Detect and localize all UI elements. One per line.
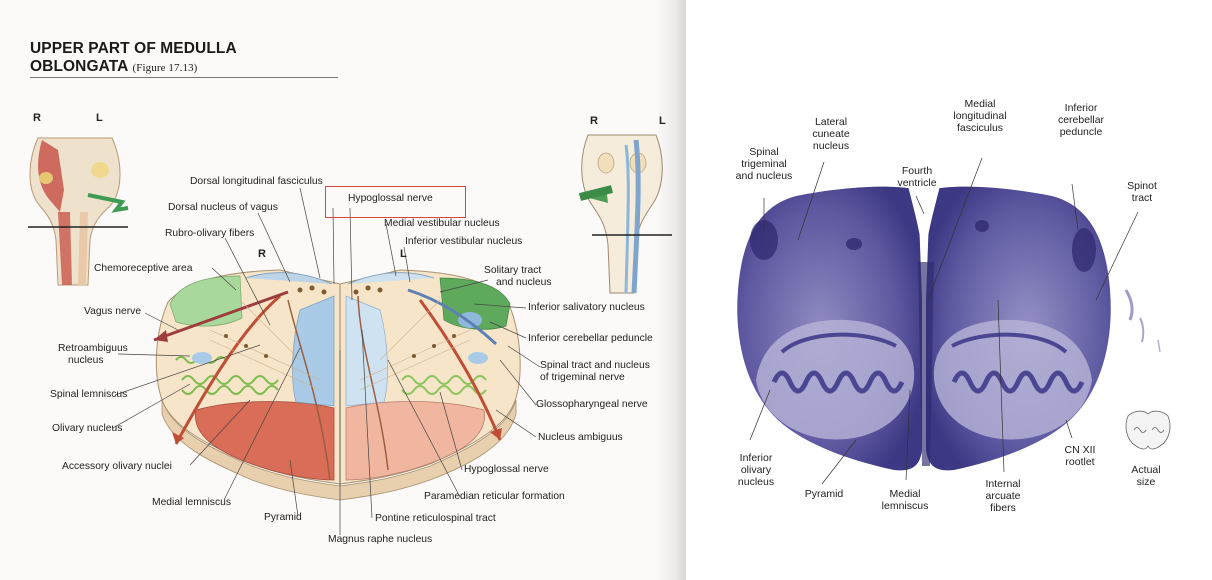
label-lateral-cuneate-nucleus: Lateral cuneate nucleus [796,116,866,152]
diagram-r: R [258,248,266,260]
label-spinal-trigeminal: Spinal trigeminal and nucleus [726,146,802,182]
section-title-text: OBLONGATA [30,58,129,75]
title-rule [30,77,338,78]
label-ion-text: Inferior olivary nucleus [737,452,775,488]
highlight-box [325,186,466,218]
label-cnxii-text: CN XII rootlet [1064,444,1096,468]
label-rubro-olivary-fibers: Rubro-olivary fibers [165,228,255,239]
label-spinal-trigeminal-text: Spinal trigeminal and nucleus [735,146,793,182]
label-paramedian-reticular-formation: Paramedian reticular formation [424,491,565,502]
left-page: UPPER PART OF MEDULLA OBLONGATA(Figure 1… [28,40,672,545]
label-chemoreceptive-area: Chemoreceptive area [94,263,193,274]
right-page: Spinal trigeminal and nucleus Lateral cu… [686,0,1212,580]
label-medial-lemniscus: Medial lemniscus [152,497,231,508]
right-thumb-l: L [659,115,666,127]
label-ml-right-text: Medial lemniscus [881,488,929,512]
label-inferior-vestibular-nucleus: Inferior vestibular nucleus [405,236,523,247]
label-accessory-olivary-nuclei: Accessory olivary nuclei [62,461,172,472]
label-pyramid: Pyramid [264,512,302,523]
left-thumb-l: L [96,112,103,124]
label-retroambiguus-1: Retroambiguus [58,343,128,354]
label-spinal-tract-1: Spinal tract and nucleus [540,360,650,371]
section-title-line1: UPPER PART OF MEDULLA [30,40,237,57]
label-inferior-cerebellar-peduncle: Inferior cerebellar peduncle [528,333,653,344]
label-inferior-cerebellar-peduncle-right: Inferior cerebellar peduncle [1046,102,1116,138]
label-nucleus-ambiguus: Nucleus ambiguus [538,432,623,443]
label-solitary-tract-1: Solitary tract [484,265,542,276]
label-spinal-lemniscus: Spinal lemniscus [50,389,128,400]
nissl-stained-section [737,157,1171,485]
label-retroambiguus-2: nucleus [68,355,104,366]
label-iaf-text: Internal arcuate fibers [985,478,1021,514]
label-solitary-tract-2: and nucleus [496,277,552,288]
label-pyramid-right-text: Pyramid [804,488,844,500]
label-actual-size-text: Actual size [1131,464,1161,488]
label-olivary-nucleus: Olivary nucleus [52,423,123,434]
label-spinal-tract-right-text: Spinot tract [1127,180,1157,204]
label-mlf-text: Medial longitudinal fasciculus [953,98,1007,134]
label-glossopharyngeal-nerve: Glossopharyngeal nerve [536,399,648,410]
label-pyramid-right: Pyramid [794,488,854,500]
label-hypoglossal-nerve: Hypoglossal nerve [464,464,549,475]
brainstem-thumbnail-left [28,137,129,286]
label-fourth-ventricle: Fourth ventricle [886,165,948,189]
label-hypoglossal-nerve-highlight: Hypoglossal nerve [348,193,433,204]
label-vagus-nerve: Vagus nerve [84,306,142,317]
label-lateral-cuneate-text: Lateral cuneate nucleus [812,116,850,152]
right-thumb-r: R [590,115,598,127]
label-actual-size: Actual size [1122,464,1170,488]
diagram-l: L [400,248,407,260]
label-medial-lemniscus-right: Medial lemniscus [872,488,938,512]
label-inferior-olivary-nucleus: Inferior olivary nucleus [726,452,786,488]
label-medial-longitudinal-fasciculus: Medial longitudinal fasciculus [936,98,1024,134]
brainstem-thumbnail-right [578,134,672,294]
label-dorsal-nucleus-of-vagus: Dorsal nucleus of vagus [168,202,278,213]
medulla-cross-section-diagram [112,187,541,535]
left-thumb-r: R [33,112,41,124]
label-medial-vestibular-nucleus: Medial vestibular nucleus [384,218,500,229]
label-cn-xii-rootlet: CN XII rootlet [1050,444,1110,468]
label-icp-text: Inferior cerebellar peduncle [1057,102,1105,138]
label-internal-arcuate-fibers: Internal arcuate fibers [970,478,1036,514]
section-title-line2: OBLONGATA(Figure 17.13) [30,58,197,76]
label-spinal-tract-right: Spinot tract [1114,180,1170,204]
label-dorsal-longitudinal-fasciculus: Dorsal longitudinal fasciculus [190,176,323,187]
label-inferior-salivatory-nucleus: Inferior salivatory nucleus [528,302,645,313]
label-pontine-reticulospinal-tract: Pontine reticulospinal tract [375,513,496,524]
label-magnus-raphe-nucleus: Magnus raphe nucleus [328,534,433,545]
label-spinal-tract-2: of trigeminal nerve [540,372,625,383]
label-fourth-ventricle-text: Fourth ventricle [897,165,937,189]
figure-reference: (Figure 17.13) [132,62,198,74]
